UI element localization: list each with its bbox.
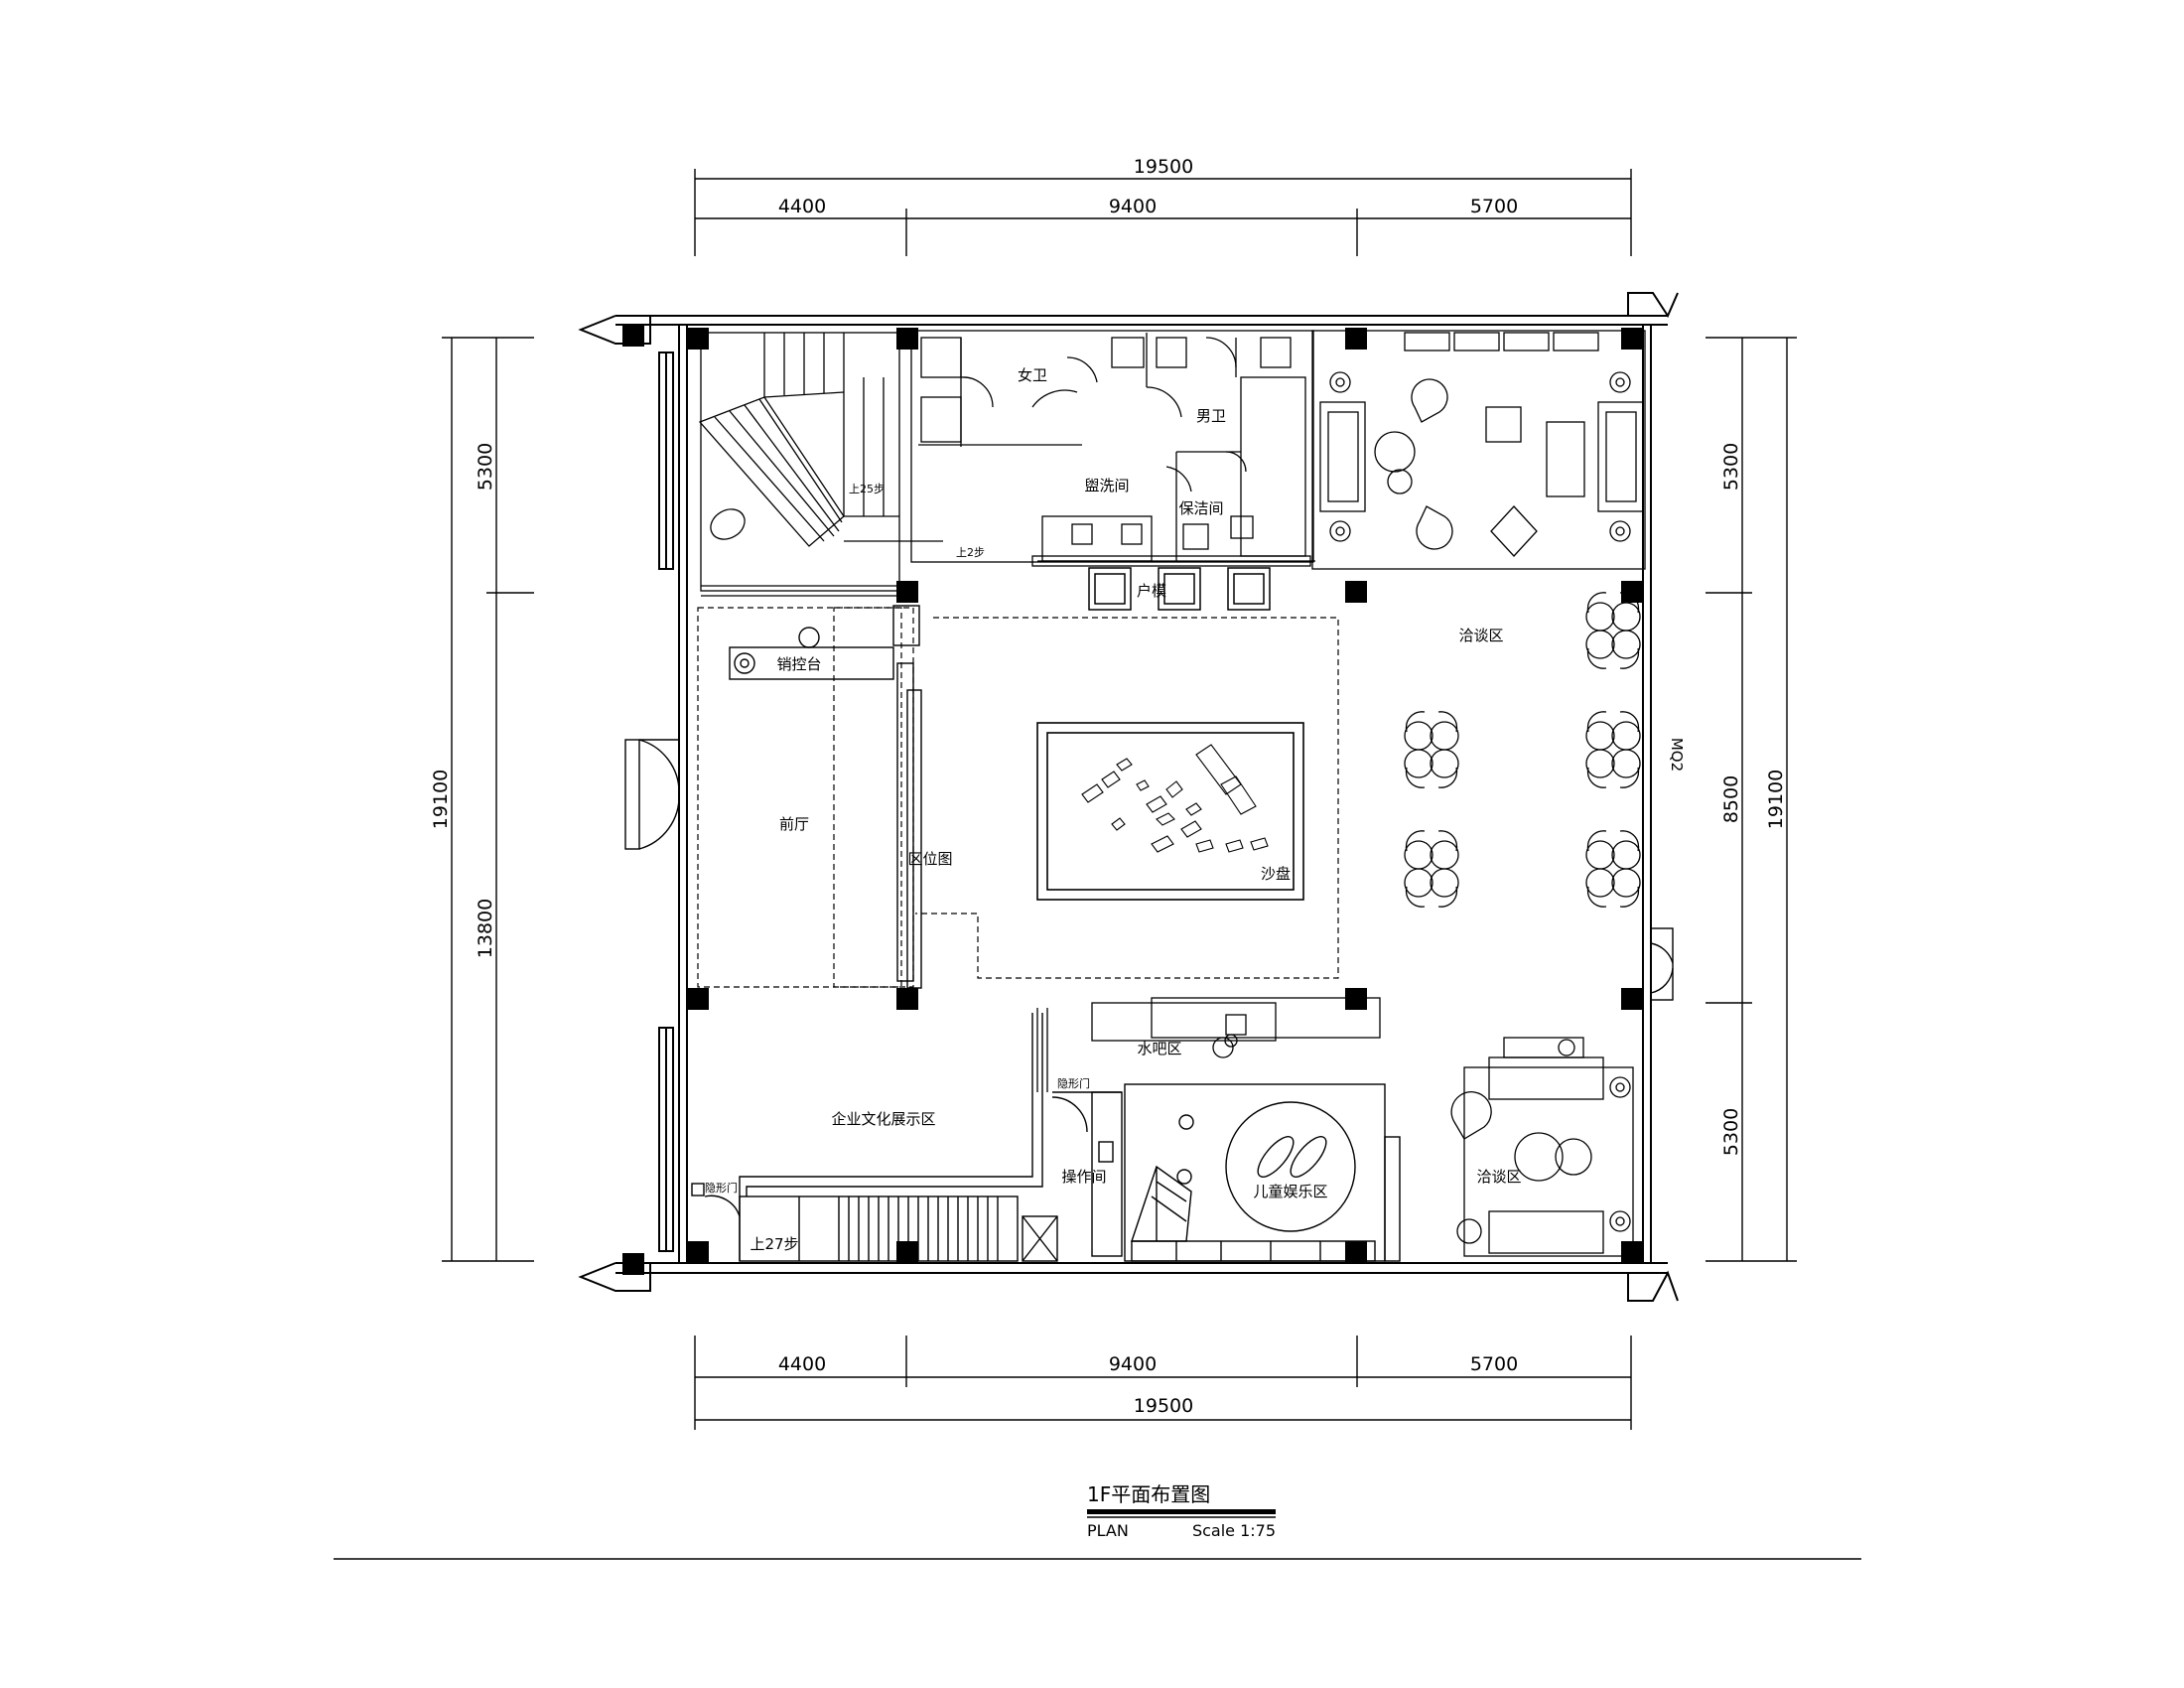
vip-lounge (1311, 330, 1646, 570)
cleaning-room-label: 保洁间 (1178, 499, 1223, 517)
bottom-dim-1: 4400 (778, 1353, 826, 1375)
lobby-label: 前厅 (779, 815, 809, 833)
negotiation-lounge-bottom (1450, 1037, 1634, 1257)
right-dim-3: 5300 (1720, 1108, 1742, 1156)
bottom-total-dim: 19500 (1134, 1395, 1193, 1417)
hidden-door-1-label: 隐形门 (705, 1181, 738, 1195)
negotiation-tables (1404, 592, 1641, 908)
stairs-up-27-label: 上27步 (750, 1235, 798, 1253)
steps-up-2-label: 上2步 (956, 546, 985, 559)
bottom-dim-3: 5700 (1470, 1353, 1518, 1375)
household-model-label: 户模 (1137, 582, 1166, 600)
sales-desk (729, 605, 922, 989)
negotiation-area-top-label: 洽谈区 (1458, 627, 1503, 644)
kids-play-area (1124, 1083, 1401, 1262)
bottom-dim-2: 9400 (1109, 1353, 1157, 1375)
top-dim-2: 9400 (1109, 196, 1157, 217)
restroom-block (910, 330, 1315, 567)
top-dim-1: 4400 (778, 196, 826, 217)
top-dimensions (694, 169, 1632, 256)
hidden-door-2-label: 隐形门 (1057, 1076, 1090, 1090)
top-total-dim: 19500 (1134, 156, 1193, 178)
stairs-up-25-label: 上25步 (849, 483, 885, 495)
location-map-label: 区位图 (907, 850, 952, 868)
culture-exhibit-label: 企业文化展示区 (831, 1110, 935, 1128)
scale-label: Scale 1:75 (1192, 1521, 1276, 1540)
operation-room-label: 操作间 (1061, 1168, 1106, 1186)
kids-area-label: 儿童娱乐区 (1253, 1183, 1327, 1200)
drawing-title: 1F平面布置图 (1087, 1482, 1210, 1506)
window-code-mq2: MQ2 (1668, 738, 1686, 772)
womens-wc-label: 女卫 (1018, 366, 1047, 384)
plan-label: PLAN (1087, 1521, 1129, 1540)
water-bar (1036, 997, 1381, 1092)
outer-walls (578, 292, 1679, 1302)
sales-desk-label: 销控台 (776, 655, 821, 673)
left-dim-2: 13800 (475, 899, 496, 958)
right-dim-1: 5300 (1720, 443, 1742, 491)
washroom-label: 盥洗间 (1084, 477, 1129, 494)
culture-exhibit-zone (691, 1013, 1123, 1262)
mens-wc-label: 男卫 (1196, 407, 1226, 425)
structural-columns (622, 325, 1643, 1275)
sand-table-label: 沙盘 (1261, 865, 1291, 883)
left-outer-dim: 19100 (430, 770, 452, 829)
water-bar-label: 水吧区 (1137, 1040, 1181, 1057)
right-side-door (1650, 927, 1674, 1001)
left-dim-1: 5300 (475, 443, 496, 491)
left-entrance-door (624, 739, 680, 850)
household-model-stands (1088, 567, 1271, 611)
top-dim-3: 5700 (1470, 196, 1518, 217)
left-dimensions (442, 337, 534, 1262)
right-dim-2: 8500 (1720, 775, 1742, 823)
title-underline (1087, 1509, 1276, 1514)
negotiation-area-bottom-label: 洽谈区 (1476, 1168, 1521, 1186)
right-dimensions (1706, 337, 1797, 1262)
sand-table (1036, 722, 1304, 901)
bottom-dimensions (694, 1336, 1632, 1430)
right-outer-dim: 19100 (1765, 770, 1787, 829)
stair-upper (698, 332, 943, 597)
